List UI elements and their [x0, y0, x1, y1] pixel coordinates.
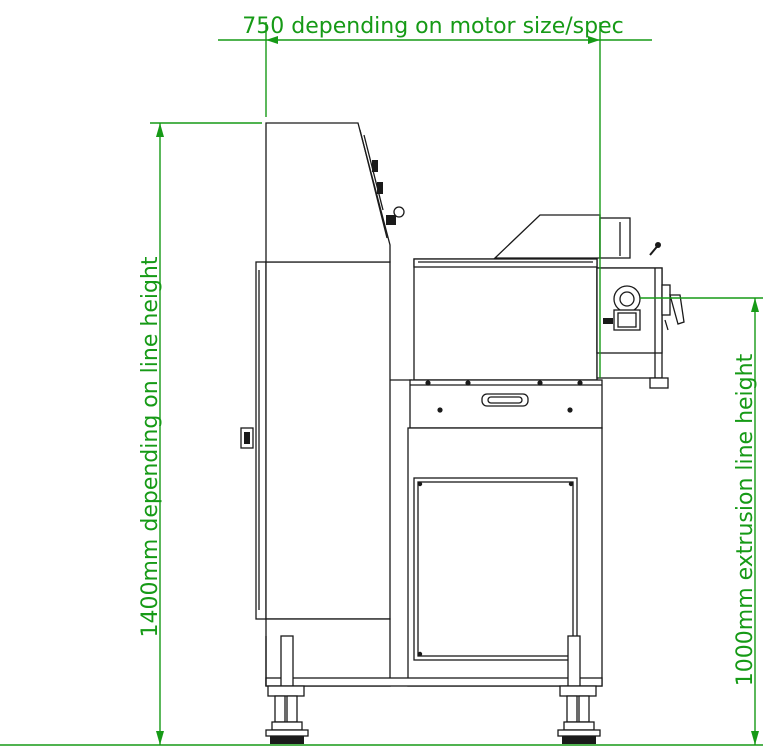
arrow-head-icon	[751, 731, 759, 745]
levelling-foot-right	[557, 685, 601, 744]
line-height-label: 1000mm extrusion line height	[733, 353, 758, 686]
lever-handle	[669, 294, 685, 325]
upper-housing	[413, 258, 598, 381]
cabinet-body	[265, 261, 391, 620]
total-height-label: 1400mm depending on line height	[138, 256, 163, 637]
emergency-stop-icon	[386, 215, 396, 225]
levelling-foot-left	[265, 685, 309, 744]
width-dimension-label: 750 depending on motor size/spec	[242, 14, 623, 39]
arrow-head-icon	[588, 36, 600, 44]
upper-cover	[493, 214, 601, 259]
cabinet-console	[265, 122, 391, 263]
base-rail	[265, 677, 603, 687]
control-cabinet	[240, 122, 412, 687]
arrow-head-icon	[156, 731, 164, 745]
arrow-head-icon	[266, 36, 278, 44]
arrow-head-icon	[156, 123, 164, 137]
haul-off-unit	[265, 214, 685, 687]
arrow-head-icon	[751, 298, 759, 312]
total-height-dimension: 1400mm depending on line height	[138, 122, 262, 745]
width-dimension: 750 depending on motor size/spec	[218, 14, 652, 378]
cabinet-door-edge	[255, 261, 267, 620]
line-height-dimension: 1000mm extrusion line height	[640, 297, 763, 745]
